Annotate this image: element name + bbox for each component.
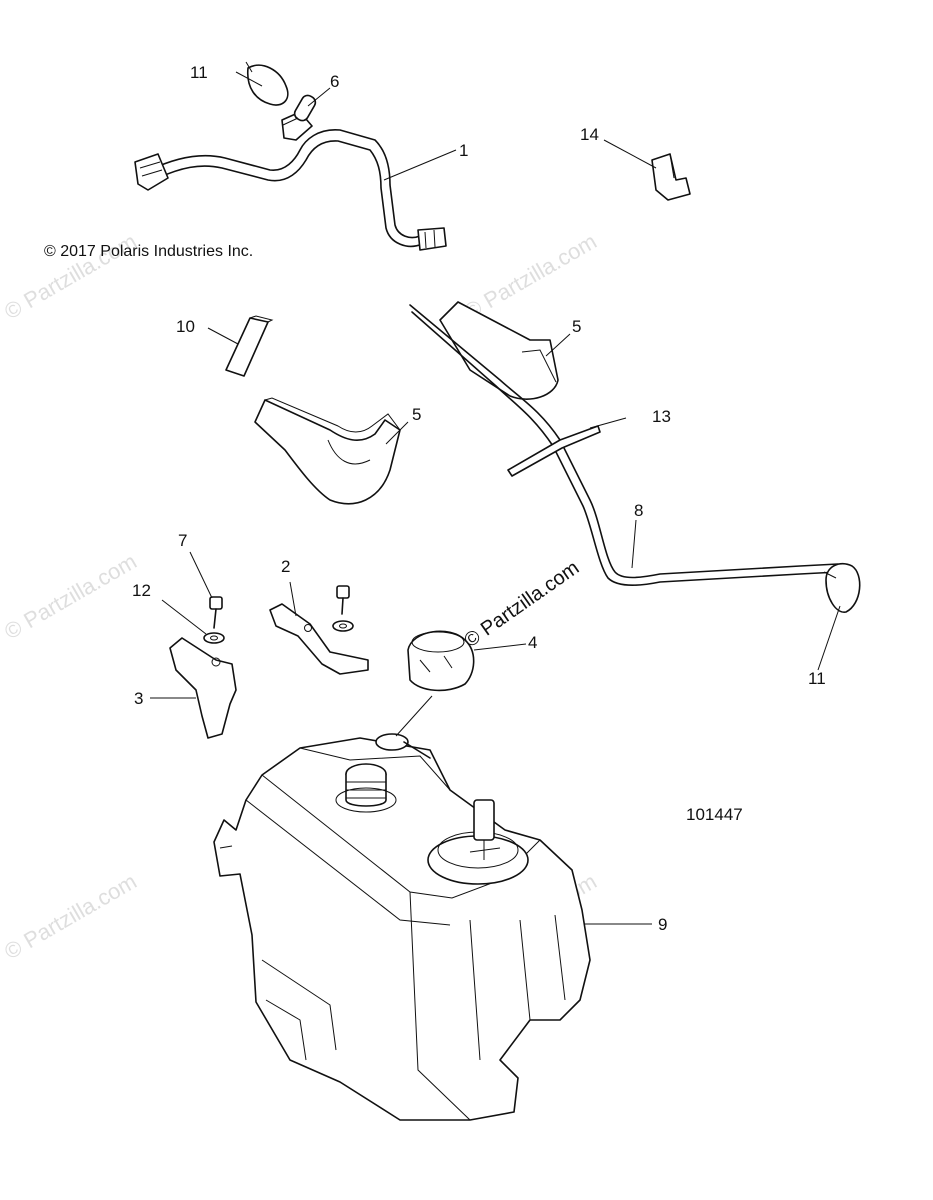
part-11-clamp-top[interactable] (245, 61, 289, 106)
callout-labels: 11 6 1 14 10 5 5 13 8 7 12 2 4 11 3 9 (132, 63, 826, 934)
part-6-valve[interactable] (281, 93, 318, 141)
part-3-bracket[interactable] (169, 637, 237, 739)
callout-14: 14 (580, 125, 599, 144)
part-8-vent-line[interactable] (409, 304, 839, 587)
callout-5: 5 (412, 405, 421, 424)
part-11-clamp-right[interactable] (823, 562, 861, 613)
part-7-bolt-2[interactable] (336, 585, 350, 615)
part-7-bolt[interactable] (209, 596, 223, 629)
leader-lines (150, 71, 841, 925)
part-13-tie[interactable] (507, 425, 601, 477)
callout-2: 2 (281, 557, 290, 576)
callout-7: 7 (178, 531, 187, 550)
part-9-fuel-tank[interactable] (213, 733, 591, 1121)
callout-12: 12 (132, 581, 151, 600)
part-5-foam-right[interactable] (439, 301, 559, 400)
callout-13: 13 (652, 407, 671, 426)
part-10-pad[interactable] (225, 315, 274, 377)
part-12-washer[interactable] (203, 632, 225, 644)
callout-8: 8 (634, 501, 643, 520)
copyright-notice: © 2017 Polaris Industries Inc. (44, 243, 253, 260)
part-14-clip[interactable] (651, 153, 691, 201)
part-1-hose[interactable] (134, 129, 447, 251)
callout-6: 6 (330, 72, 339, 91)
part-2-bracket[interactable] (269, 603, 369, 675)
part-12-washer-2[interactable] (332, 620, 354, 632)
callout-3: 3 (134, 689, 143, 708)
watermark-main: © Partzilla.com (460, 557, 583, 652)
watermark-text: © Partzilla.com (0, 869, 141, 965)
callout-10: 10 (176, 317, 195, 336)
figure-id: 101447 (686, 805, 743, 824)
callout-4: 4 (528, 633, 537, 652)
watermark-text: © Partzilla.com (460, 229, 601, 325)
part-4-cap[interactable] (407, 630, 475, 692)
callout-5: 5 (572, 317, 581, 336)
callout-11: 11 (808, 669, 826, 688)
callout-9: 9 (658, 915, 667, 934)
watermark-text: © Partzilla.com (0, 549, 141, 645)
callout-1: 1 (459, 141, 468, 160)
callout-11: 11 (190, 63, 208, 82)
part-5-foam-left[interactable] (254, 397, 401, 505)
